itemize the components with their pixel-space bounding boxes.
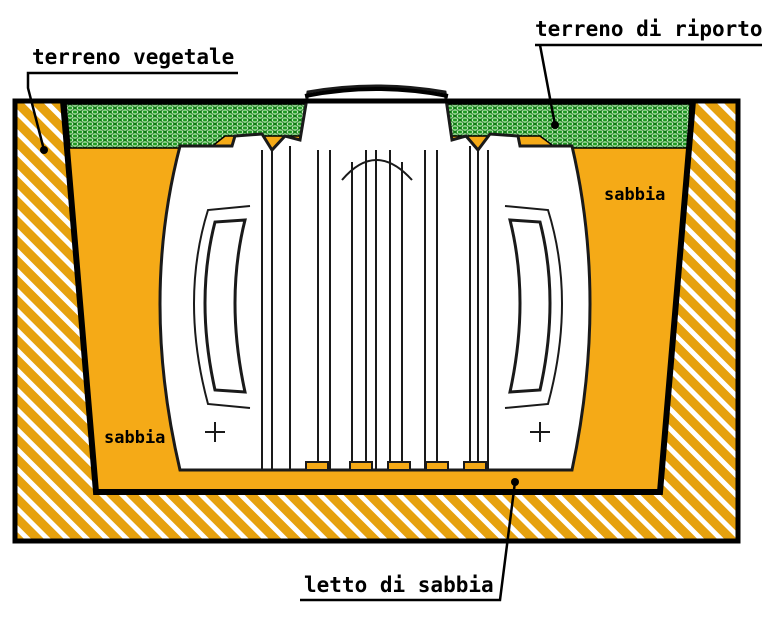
leader-sand-bed bbox=[300, 481, 517, 602]
leader-fill-soil bbox=[535, 43, 762, 126]
left-handle bbox=[203, 218, 247, 394]
tank bbox=[158, 84, 592, 472]
label-topsoil: terreno vegetale bbox=[32, 45, 234, 69]
tank-lid bbox=[304, 87, 449, 98]
leader-topsoil bbox=[26, 71, 238, 151]
label-fill-soil: terreno di riporto bbox=[535, 17, 763, 41]
label-sand-right: sabbia bbox=[604, 185, 665, 205]
sand-bed bbox=[94, 470, 664, 490]
label-sand-bed: letto di sabbia bbox=[304, 573, 494, 597]
label-sand-left: sabbia bbox=[104, 428, 165, 448]
right-handle bbox=[508, 218, 552, 394]
